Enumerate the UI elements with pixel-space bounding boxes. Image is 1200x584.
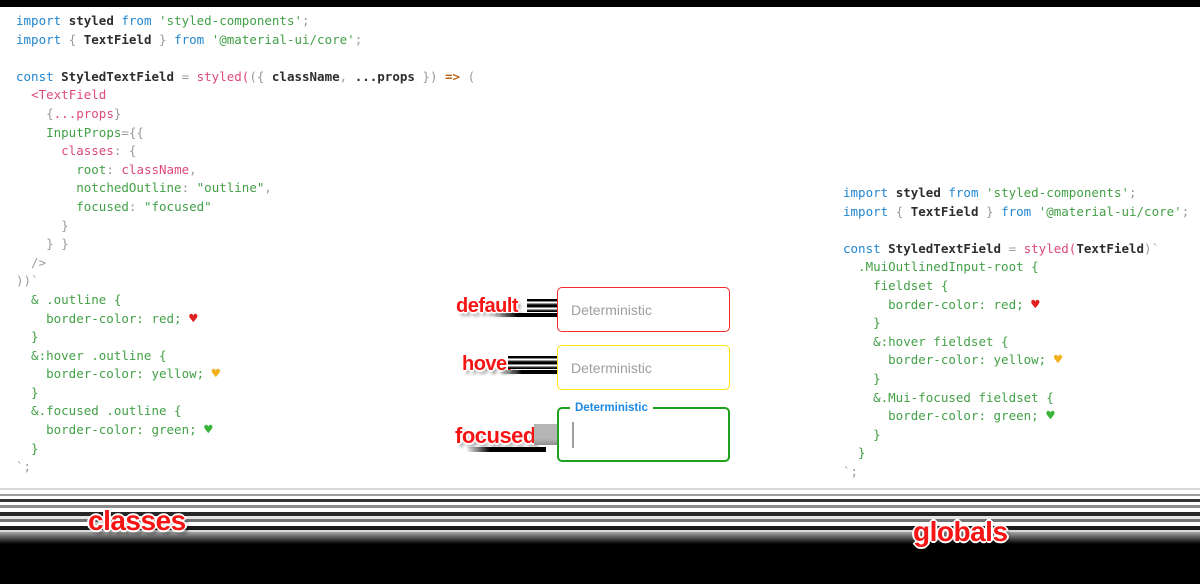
brush-streaks [0,486,1200,544]
code-line: classes: { [61,143,137,159]
footer-label-globals: globals [913,516,1008,547]
code-line: `; [16,459,32,475]
code-line: } [16,217,69,233]
code-line: &.Mui-focused fieldset { [843,389,1054,405]
marker-underline-hover [500,370,562,374]
code-line: } [16,384,39,400]
code-line: } [16,329,39,345]
code-line: & .outline { [16,291,122,307]
annotation-default: default [456,295,519,317]
textfield-focused[interactable]: Deterministic [557,400,730,462]
textfield-placeholder: Deterministic [571,359,652,376]
marker-stroke-hover [508,356,558,369]
code-line: border-color: green; ♥ [16,422,213,439]
code-line: /> [16,254,47,270]
code-line: ))` [16,273,39,289]
code-line: `; [843,463,859,479]
code-line: } } [16,236,69,252]
code-line: border-color: red; ♥ [843,296,1040,313]
code-line: focused: "focused" [76,198,212,214]
code-line: } [843,315,881,331]
marker-underline-default [492,313,564,317]
code-line: } [16,440,39,456]
textfield-hover[interactable]: Deterministic [557,345,730,390]
code-block-classes: import styled from 'styled-components'; i… [16,12,475,477]
code-line: &.focused .outline { [16,403,182,419]
code-line: } [843,445,866,461]
code-line: <TextField [31,87,107,103]
code-line [16,49,475,68]
code-line: import { TextField } from '@material-ui/… [843,203,1190,219]
textfield-default[interactable]: Deterministic [557,287,730,332]
code-line: border-color: yellow; ♥ [16,366,221,383]
code-line: {...props} [16,105,122,121]
code-line: } [843,370,881,386]
code-line: import { TextField } from '@material-ui/… [16,31,363,47]
code-line: .MuiOutlinedInput-root { [843,259,1039,275]
code-line: import styled from 'styled-components'; [843,185,1137,200]
code-line [843,221,1189,240]
annotation-focused: focused [455,423,536,448]
code-line: root: className, [76,161,197,177]
code-line: } [843,426,881,442]
code-line: import styled from 'styled-components'; [16,13,310,28]
text-cursor [572,422,574,448]
code-line: border-color: yellow; ♥ [843,352,1063,369]
textfield-placeholder: Deterministic [571,301,652,318]
code-line: border-color: green; ♥ [843,408,1055,425]
marker-underline-focused [466,447,546,452]
code-line: fieldset { [843,277,949,293]
code-line: border-color: red; ♥ [16,310,198,327]
code-line: const StyledTextField = styled(TextField… [843,240,1160,256]
code-line: &:hover .outline { [16,347,167,363]
code-line: &:hover fieldset { [843,333,1009,349]
marker-stroke-focused [534,424,558,445]
code-block-globals: import styled from 'styled-components'; i… [843,184,1189,482]
top-edge-bar [0,0,1200,7]
footer-label-classes: classes [88,505,186,536]
brush-band [0,544,1200,584]
marker-stroke-default [527,299,557,312]
code-line: InputProps={{ [46,124,144,140]
code-line: const StyledTextField = styled(({ classN… [16,68,476,84]
annotation-hover: hover [462,353,514,375]
textfield-floating-label: Deterministic [570,400,653,416]
code-line: notchedOutline: "outline", [76,180,272,196]
